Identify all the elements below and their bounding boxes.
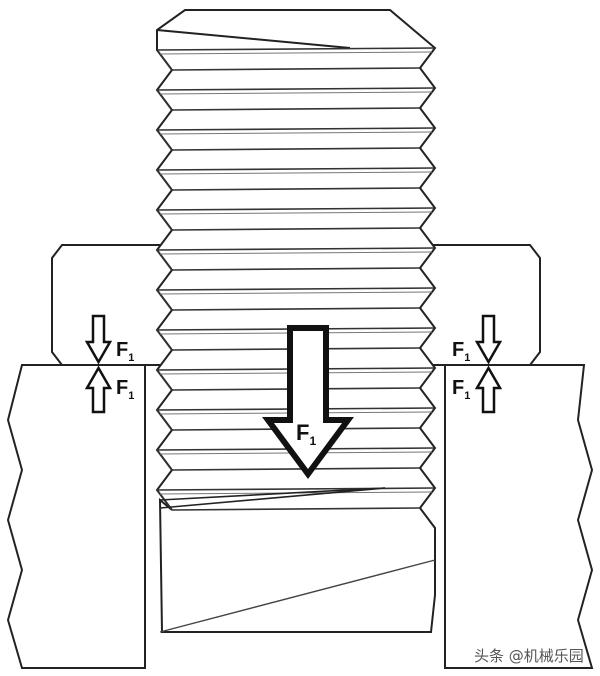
thread bbox=[156, 247, 436, 271]
plate-force-arrow-right bbox=[474, 365, 503, 414]
thread bbox=[156, 167, 436, 191]
thread bbox=[156, 47, 436, 71]
thread-shade bbox=[159, 91, 433, 95]
thread-shade bbox=[159, 251, 433, 255]
thread-shade bbox=[159, 131, 433, 135]
thread bbox=[156, 87, 436, 111]
thread-shade bbox=[159, 211, 433, 215]
thread bbox=[156, 127, 436, 151]
thread-shade bbox=[159, 51, 433, 55]
thread-shade bbox=[159, 171, 433, 175]
bolt-outline bbox=[155, 9, 437, 633]
bolt-force-arrow bbox=[262, 325, 354, 480]
thread bbox=[156, 287, 436, 311]
shank-line bbox=[159, 559, 436, 633]
plate-force-arrow-left bbox=[84, 365, 113, 414]
bolt-force-label: F1 bbox=[296, 420, 316, 448]
thread bbox=[156, 207, 436, 231]
watermark: 头条 @机械乐园 bbox=[474, 647, 584, 665]
left-plate bbox=[6, 364, 146, 669]
nut-force-label-left: F1 bbox=[116, 339, 134, 364]
plate-force-label-left: F1 bbox=[116, 377, 134, 402]
thread-runout bbox=[159, 487, 386, 509]
nut-force-label-right: F1 bbox=[452, 339, 470, 364]
thread-helix-line bbox=[156, 29, 351, 49]
nut-force-arrow-left bbox=[84, 314, 113, 365]
bolt bbox=[155, 9, 437, 633]
right-plate bbox=[444, 364, 594, 669]
thread-shade bbox=[159, 291, 433, 295]
plate-force-label-right: F1 bbox=[452, 377, 470, 402]
nut-force-arrow-right bbox=[474, 314, 503, 365]
